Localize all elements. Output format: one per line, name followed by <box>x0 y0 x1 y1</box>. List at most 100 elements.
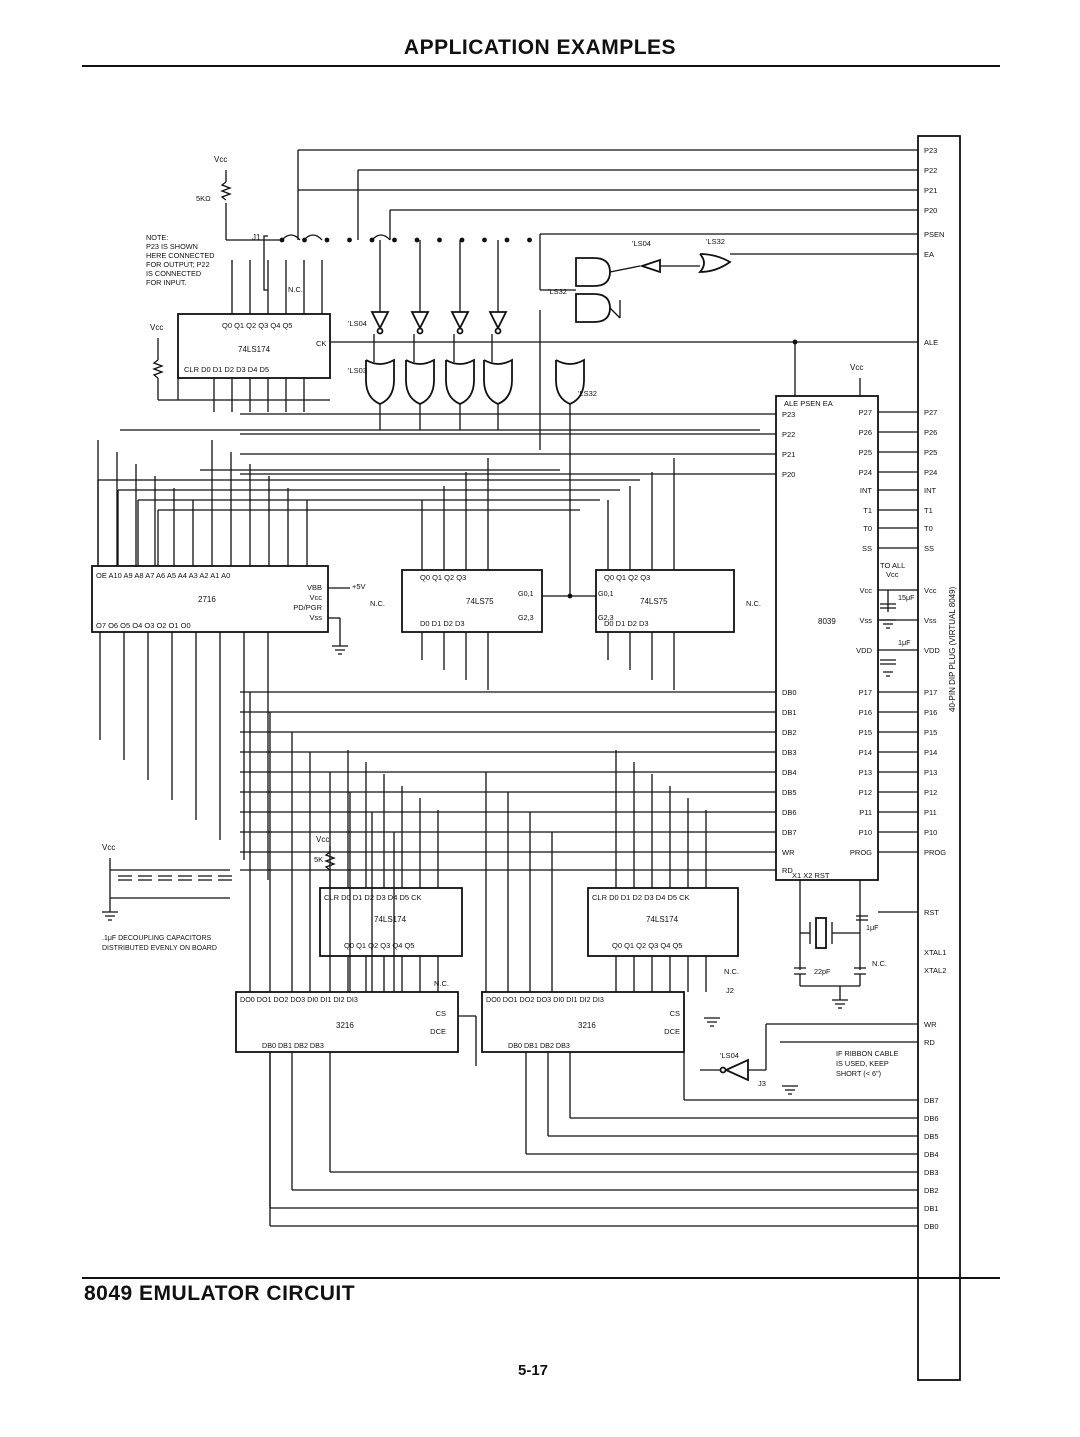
ic-pin-row: D0 D1 D2 D3 <box>604 619 649 628</box>
plug-pin-label: P12 <box>924 788 937 797</box>
ic-74ls174-top <box>177 313 331 379</box>
ic-name: 74LS174 <box>374 915 407 924</box>
plug-pin-label: P11 <box>924 808 937 817</box>
cpu-pin-label: T1 <box>863 506 872 515</box>
ground-symbol <box>102 911 118 921</box>
inverter-ls04 <box>488 311 508 331</box>
cpu-pin-label: RD <box>782 866 793 875</box>
gate-ls32-label: 'LS32 <box>578 389 597 398</box>
junction-dot <box>392 237 397 243</box>
ic-pin-row: CLR D0 D1 D2 D3 D4 D5 <box>184 365 269 374</box>
cpu-pin-label: P12 <box>859 788 872 797</box>
ic-pin-row: X1 X2 RST <box>792 871 830 880</box>
wire <box>609 265 641 273</box>
plug-pin-label: P13 <box>924 768 937 777</box>
ic-pin-row: CLR D0 D1 D2 D3 D4 D5 CK <box>592 893 690 902</box>
resistor-5k-bottom <box>324 851 336 871</box>
ic-3216-b <box>481 991 685 1053</box>
ic-pin-row: Q0 Q1 Q2 Q3 Q4 Q5 <box>612 941 682 950</box>
ic-pin-label: VBB <box>307 583 322 592</box>
decoupling-capacitor <box>158 875 172 881</box>
plug-pin-label: RST <box>924 908 939 917</box>
plug-pin-label: P16 <box>924 708 937 717</box>
to-all-vcc-label: TO ALL <box>880 561 905 570</box>
ic-pin-row: DO0 DO1 DO2 DO3 DI0 DI1 DI2 DI3 <box>240 995 358 1004</box>
vcc-label: Vcc <box>214 155 227 164</box>
ic-pin-label: DCE <box>430 1027 446 1036</box>
jumper-j1-label: J1 <box>252 233 261 242</box>
page-number: 5-17 <box>518 1362 549 1379</box>
plug-pin-label: P14 <box>924 748 937 757</box>
plug-pin-label: VDD <box>924 646 940 655</box>
decoupling-capacitor <box>198 875 212 881</box>
cap-1uf-label: 1μF <box>898 638 911 647</box>
plug-pin-label: DB0 <box>924 1222 939 1231</box>
gate-ls04-label: 'LS04 <box>632 239 651 248</box>
gate-ls04-label: 'LS04 <box>348 319 367 328</box>
cpu-pin-label: DB3 <box>782 748 797 757</box>
dip-plug-label: 40-PIN DIP PLUG (VIRTUAL 8049) <box>948 586 957 712</box>
ic-74ls174-bottom-2 <box>587 887 739 957</box>
inverter-bubble <box>376 327 384 335</box>
ic-pin-row: ALE PSEN EA <box>784 399 833 408</box>
vcc-label: Vcc <box>102 843 115 852</box>
plug-pin-label: DB5 <box>924 1132 939 1141</box>
plug-pin-label: PSEN <box>924 230 944 239</box>
junction-dot <box>414 237 420 243</box>
plug-pin-label: P17 <box>924 688 937 697</box>
ic-name: 3216 <box>578 1021 596 1030</box>
ic-pin-row: Q0 Q1 Q2 Q3 Q4 Q5 <box>222 321 292 330</box>
gate-ls03-label: 'LS03 <box>348 366 367 375</box>
ic-pin-label: Vcc <box>309 593 322 602</box>
vcc-label: Vcc <box>150 323 163 332</box>
cpu-pin-label: P26 <box>859 428 872 437</box>
plug-pin-label: DB1 <box>924 1204 939 1213</box>
cpu-pin-label: P22 <box>782 430 795 439</box>
ic-name: 74LS174 <box>646 915 679 924</box>
ic-name: 74LS75 <box>466 597 494 606</box>
note-text: NOTE: <box>146 233 168 242</box>
cap-15uf-label: 15μF <box>898 593 915 602</box>
plug-pin-label: Vcc <box>924 586 937 595</box>
ic-pin-label: G2,3 <box>598 613 614 622</box>
vcc-label: Vcc <box>316 835 329 844</box>
cap-22pf-label: 22pF <box>814 967 831 976</box>
ic-name: 3216 <box>336 1021 354 1030</box>
ic-name: 8039 <box>818 617 836 626</box>
resistor-5k-label: 5KΩ <box>196 194 211 203</box>
cpu-pin-label: DB4 <box>782 768 797 777</box>
gate-ls32-label: 'LS32 <box>706 237 725 246</box>
junction-dot <box>482 237 487 243</box>
plug-pin-label: DB2 <box>924 1186 939 1195</box>
nc-label: N.C. <box>434 979 449 988</box>
plug-pin-label: P27 <box>924 408 937 417</box>
cpu-pin-label: INT <box>860 486 873 495</box>
jumper-j3-label: J3 <box>758 1079 766 1088</box>
gate-nand-1 <box>575 257 611 287</box>
ic-pin-label: DCE <box>664 1027 680 1036</box>
cpu-pin-label: DB5 <box>782 788 797 797</box>
ic-pin-label: G0,1 <box>598 589 614 598</box>
jumper-link <box>281 234 391 241</box>
dip-plug-connector <box>917 135 961 1381</box>
plug-pin-label: P22 <box>924 166 937 175</box>
plug-pin-label: XTAL1 <box>924 948 946 957</box>
ic-pin-label: CS <box>670 1009 680 1018</box>
ic-name: 74LS174 <box>238 345 271 354</box>
ic-pin-row: DO0 DO1 DO2 DO3 DI0 DI1 DI2 DI3 <box>486 995 604 1004</box>
decoupling-capacitor <box>218 875 232 881</box>
cpu-pin-label: P23 <box>782 410 795 419</box>
ic-74ls174-bottom-1 <box>319 887 463 957</box>
ic-name: 2716 <box>198 595 216 604</box>
inverter-ls04 <box>410 311 430 331</box>
inverter-bubble <box>456 327 464 335</box>
caption-rule <box>82 1277 1000 1279</box>
gate-ls04-label: 'LS04 <box>720 1051 739 1060</box>
ribbon-note: IS USED, KEEP <box>836 1059 889 1068</box>
plug-pin-label: RD <box>924 1038 935 1047</box>
junction-dot <box>504 237 510 243</box>
plug-pin-label: P20 <box>924 206 937 215</box>
gate-nand-2 <box>575 293 611 323</box>
ic-pin-row: Q0 Q1 Q2 Q3 Q4 Q5 <box>344 941 414 950</box>
